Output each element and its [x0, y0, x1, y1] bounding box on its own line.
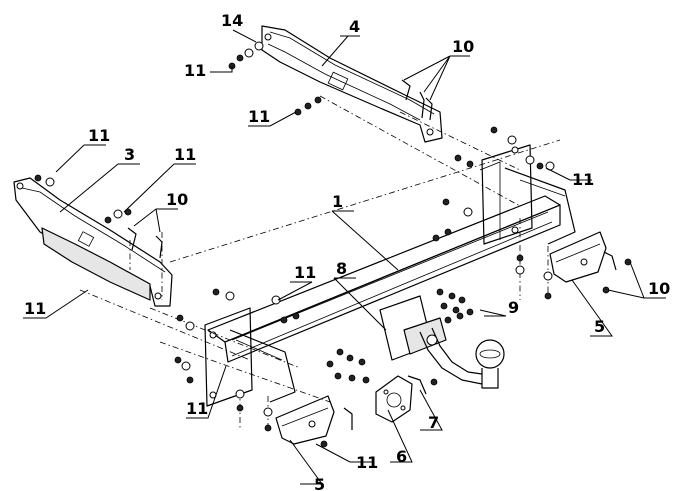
- callout-10: 10: [452, 37, 474, 56]
- socket-plate-part-6: [375, 375, 413, 423]
- callout-6: 6: [396, 447, 407, 466]
- callout-5: 5: [314, 475, 325, 491]
- callout-11: 11: [294, 263, 316, 282]
- ball-mount-part-9: [379, 295, 505, 389]
- lower-bracket-part-5-left: [275, 395, 335, 445]
- callout-1: 1: [332, 192, 343, 211]
- callout-11: 11: [174, 145, 196, 164]
- callout-10: 11: [24, 299, 46, 318]
- callout-8: 8: [336, 259, 347, 278]
- callout-10: 10: [166, 190, 188, 209]
- callout-9: 9: [508, 298, 519, 317]
- callout-11: 11: [88, 126, 110, 145]
- callout-5: 5: [594, 317, 605, 336]
- crossbar-part-1: [204, 144, 576, 407]
- callout-labels: 14 4 10 11 11 11 3 11 10 11 1 11 8 10 9 …: [24, 11, 670, 491]
- callout-11: 11: [184, 61, 206, 80]
- side-bracket-part-4: [261, 25, 443, 143]
- callout-11: 11: [572, 170, 594, 189]
- callout-4: 4: [349, 17, 360, 36]
- callout-11: 10: [648, 279, 670, 298]
- callout-11: 11: [186, 399, 208, 418]
- side-bracket-part-3: [13, 177, 173, 307]
- leader-lines: [23, 29, 666, 485]
- callout-11: 11: [248, 107, 270, 126]
- lower-bracket-part-5-right: [549, 231, 607, 283]
- callout-3: 3: [124, 145, 135, 164]
- callout-14: 14: [221, 11, 243, 30]
- callout-7: 7: [428, 413, 439, 432]
- callout-11: 11: [356, 453, 378, 472]
- fasteners: [34, 41, 632, 448]
